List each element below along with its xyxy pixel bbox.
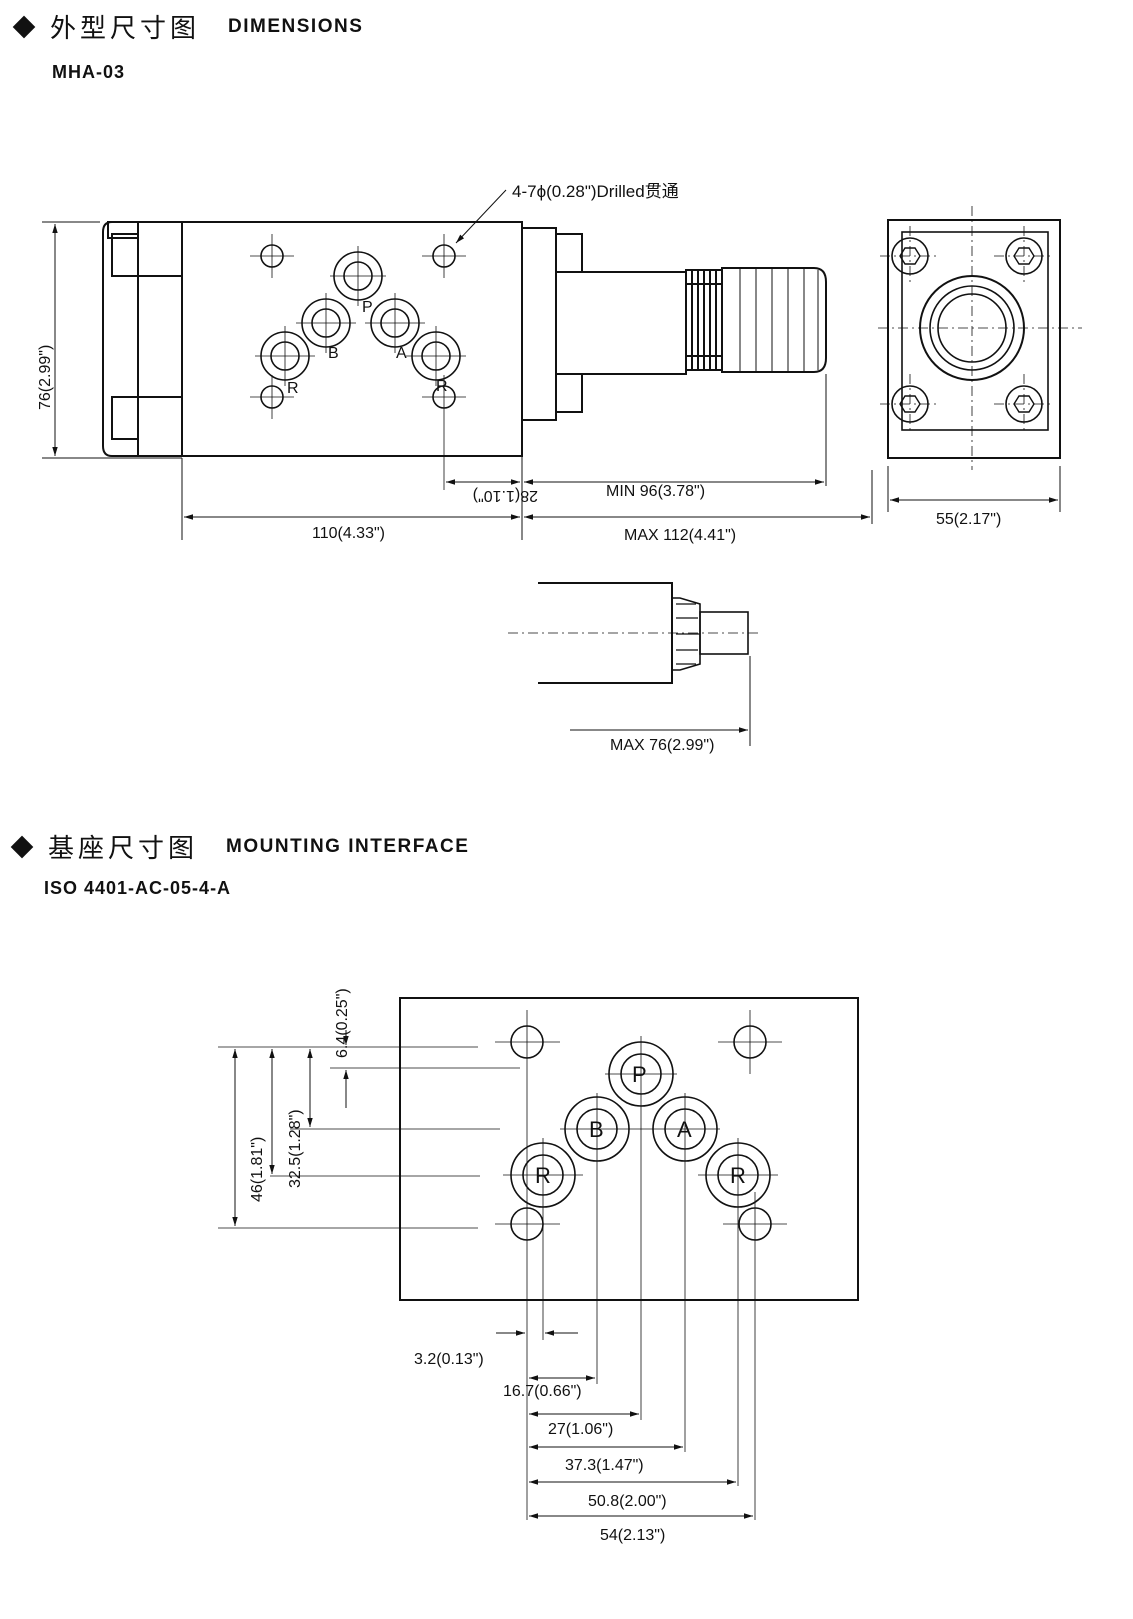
adjust-knob	[721, 267, 827, 373]
horiz-dim-27: 27(1.06")	[548, 1421, 613, 1438]
hole-callout-text: 4-7ϕ(0.28")Drilled贯通	[512, 182, 679, 201]
side-width-dim-text: 55(2.17")	[936, 511, 1001, 528]
vert-dim-46: 46(1.81")	[249, 1137, 266, 1202]
port-label-b: B	[328, 345, 339, 362]
section-title-cn: 外型尺寸图	[50, 14, 201, 44]
port-label-r: R	[287, 380, 299, 397]
section-mounting-header: 基座尺寸图 MOUNTING INTERFACE	[10, 828, 470, 865]
side-body	[887, 219, 1061, 459]
mounting-centerlines	[218, 1010, 787, 1520]
left-cap	[102, 221, 183, 457]
port-label-a: A	[396, 345, 407, 362]
flange	[521, 227, 557, 421]
port-label-a: A	[677, 1117, 692, 1142]
front-view	[102, 221, 827, 457]
mounting-port-labels: P B A R R	[535, 1062, 746, 1188]
horiz-dim-3-2: 3.2(0.13")	[414, 1351, 484, 1368]
adjuster-stem	[555, 271, 687, 375]
model-label: MHA-03	[52, 62, 126, 82]
vert-dim-6-4: 6.4(0.25")	[334, 988, 351, 1058]
section-title-en: MOUNTING INTERFACE	[226, 835, 470, 857]
vert-dim-32-5: 32.5(1.28")	[287, 1109, 304, 1188]
port-label-r: R	[436, 378, 448, 395]
mounting-surface	[399, 997, 859, 1301]
height-dimension	[42, 221, 182, 459]
front-port-labels: P B A R R	[287, 299, 448, 397]
valve-body	[181, 221, 523, 457]
hole-callout	[455, 189, 507, 244]
alt-max-dim-text: MAX 76(2.99")	[610, 737, 714, 754]
max-length-dim-text: MAX 112(4.41")	[624, 527, 736, 544]
port-label-p: P	[632, 1062, 647, 1087]
section-dimensions-header: 外型尺寸图 DIMENSIONS	[12, 8, 364, 45]
horiz-dim-16-7: 16.7(0.66")	[503, 1383, 582, 1400]
standard-label: ISO 4401-AC-05-4-A	[44, 878, 232, 898]
horiz-dim-37-3: 37.3(1.47")	[565, 1457, 644, 1474]
section-title-en: DIMENSIONS	[228, 15, 364, 37]
vertical-dimensions	[232, 1030, 349, 1226]
horiz-dim-50-8: 50.8(2.00")	[588, 1493, 667, 1510]
section-title-cn: 基座尺寸图	[48, 834, 199, 864]
port-label-b: B	[589, 1117, 604, 1142]
offset-dim-text: 28(1.10")	[473, 487, 538, 504]
min-length-dim-text: MIN 96(3.78")	[606, 483, 705, 500]
port-label-p: P	[362, 299, 373, 316]
horiz-dim-54: 54(2.13")	[600, 1527, 665, 1544]
cap-slot-top	[111, 233, 139, 277]
height-dim-text: 76(2.99")	[37, 345, 54, 410]
mounting-plate	[399, 997, 859, 1301]
cap-slot-bottom	[111, 396, 139, 440]
body-width-dim-text: 110(4.33")	[312, 525, 385, 542]
front-ports	[250, 234, 466, 490]
horizontal-dimensions	[496, 1330, 753, 1519]
side-centerlines	[878, 206, 1082, 470]
